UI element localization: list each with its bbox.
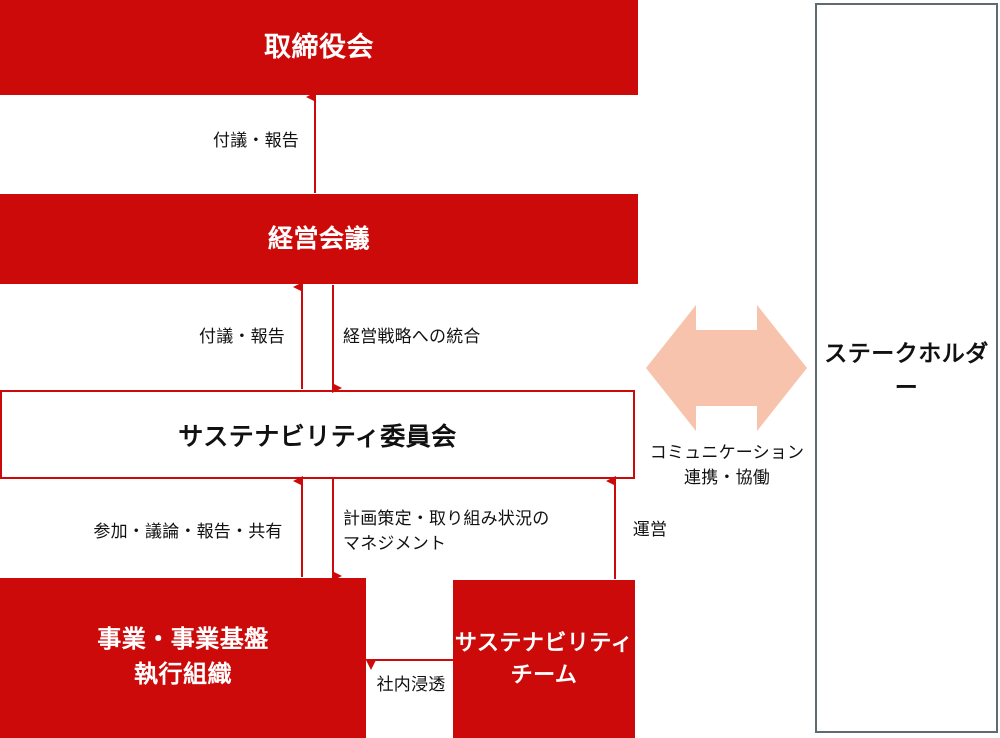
- node-stakeholder-label: ステークホルダー: [824, 340, 989, 400]
- arrow-stakeholder-bidirectional: [646, 305, 807, 431]
- label-execution-down: 計画策定・取り組み状況の マネジメント: [343, 509, 550, 553]
- label-committee-down: 経営戦略への統合: [343, 327, 481, 346]
- label-board-up: 付議・報告: [213, 131, 299, 150]
- node-sustainability-committee[interactable]: サステナビリティ委員会: [0, 390, 635, 479]
- label-team-up: 運営: [632, 520, 668, 539]
- node-management-meeting-label: 経営会議: [267, 224, 370, 253]
- node-board-label: 取締役会: [264, 31, 374, 62]
- node-sustainability-team-label: サステナビリティ チーム: [454, 630, 634, 687]
- label-execution-up: 参加・議論・報告・共有: [93, 522, 283, 541]
- label-stakeholder-arrow: コミュニケーション 連携・協働: [649, 443, 805, 487]
- node-sustainability-team[interactable]: サステナビリティ チーム: [453, 580, 635, 738]
- label-committee-up: 付議・報告: [199, 327, 285, 346]
- node-stakeholder[interactable]: ステークホルダー: [815, 3, 998, 733]
- node-management-meeting[interactable]: 経営会議: [0, 194, 638, 284]
- label-team-to-execution: 社内浸透: [376, 675, 446, 694]
- node-board[interactable]: 取締役会: [0, 0, 638, 95]
- node-sustainability-committee-label: サステナビリティ委員会: [178, 422, 457, 451]
- node-business-execution[interactable]: 事業・事業基盤 執行組織: [0, 578, 366, 738]
- node-business-execution-label: 事業・事業基盤 執行組織: [97, 626, 269, 688]
